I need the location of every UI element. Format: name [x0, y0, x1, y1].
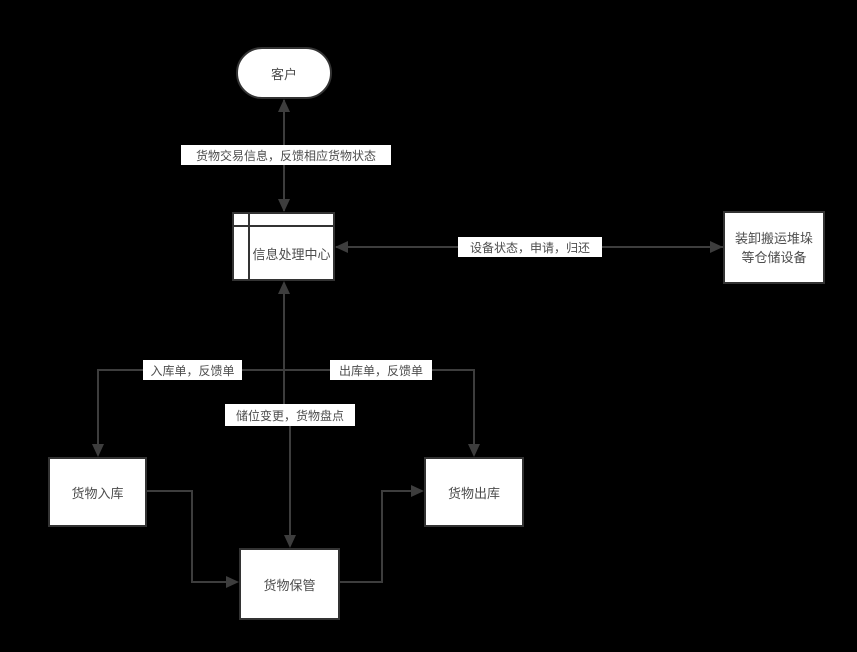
node-storage-label: 货物保管	[263, 577, 316, 593]
node-equipment-label-line2: 等仓储设备	[741, 249, 807, 265]
connector-storage-outbound-h2	[381, 490, 411, 492]
arrowhead-down-into-info-center-icon	[278, 199, 290, 212]
connector-down-to-storage	[289, 426, 291, 535]
arrowhead-up-into-info-center-bottom-icon	[278, 281, 290, 294]
arrowhead-right-into-storage-icon	[226, 576, 239, 588]
connector-info-down	[283, 292, 285, 405]
connector-inbound-storage-h1	[147, 490, 193, 492]
arrowhead-down-into-storage-icon	[284, 535, 296, 548]
connector-branch-horizontal	[97, 369, 474, 371]
node-storage: 货物保管	[239, 548, 340, 620]
node-outbound: 货物出库	[424, 457, 524, 527]
edge-label-customer-info: 货物交易信息，反馈相应货物状态	[181, 145, 391, 165]
node-equipment-label-line1: 装卸搬运堆垛	[734, 230, 813, 246]
edge-label-storage-note: 储位变更，货物盘点	[225, 404, 355, 426]
connector-branch-left	[97, 369, 99, 444]
connector-branch-right	[473, 369, 475, 444]
edge-label-inbound-note: 入库单，反馈单	[143, 360, 242, 380]
arrowhead-right-into-equipment-icon	[710, 241, 723, 253]
arrowhead-up-into-customer-icon	[278, 99, 290, 112]
node-equipment: 装卸搬运堆垛 等仓储设备	[723, 211, 825, 284]
arrowhead-down-into-outbound-icon	[468, 444, 480, 457]
arrowhead-down-into-inbound-icon	[92, 444, 104, 457]
node-customer: 客户	[236, 47, 332, 99]
node-customer-label: 客户	[270, 66, 297, 82]
connector-inbound-storage-v	[191, 490, 193, 583]
connector-storage-outbound-h1	[340, 581, 383, 583]
edge-label-outbound-note: 出库单，反馈单	[330, 360, 432, 380]
connector-inbound-storage-h2	[191, 581, 226, 583]
arrowhead-right-into-outbound-icon	[411, 485, 424, 497]
node-outbound-label: 货物出库	[447, 485, 500, 501]
connector-storage-outbound-v	[381, 490, 383, 583]
arrowhead-left-into-info-center-icon	[335, 241, 348, 253]
node-inbound-label: 货物入库	[71, 485, 124, 501]
edge-label-equipment-status: 设备状态，申请，归还	[458, 237, 602, 257]
node-info-center: 信息处理中心	[232, 212, 335, 281]
internal-storage-vline	[248, 214, 250, 279]
internal-storage-hline	[234, 225, 333, 227]
node-equipment-label: 装卸搬运堆垛 等仓储设备	[735, 229, 813, 267]
node-info-center-label: 信息处理中心	[252, 246, 331, 262]
node-inbound: 货物入库	[48, 457, 147, 527]
